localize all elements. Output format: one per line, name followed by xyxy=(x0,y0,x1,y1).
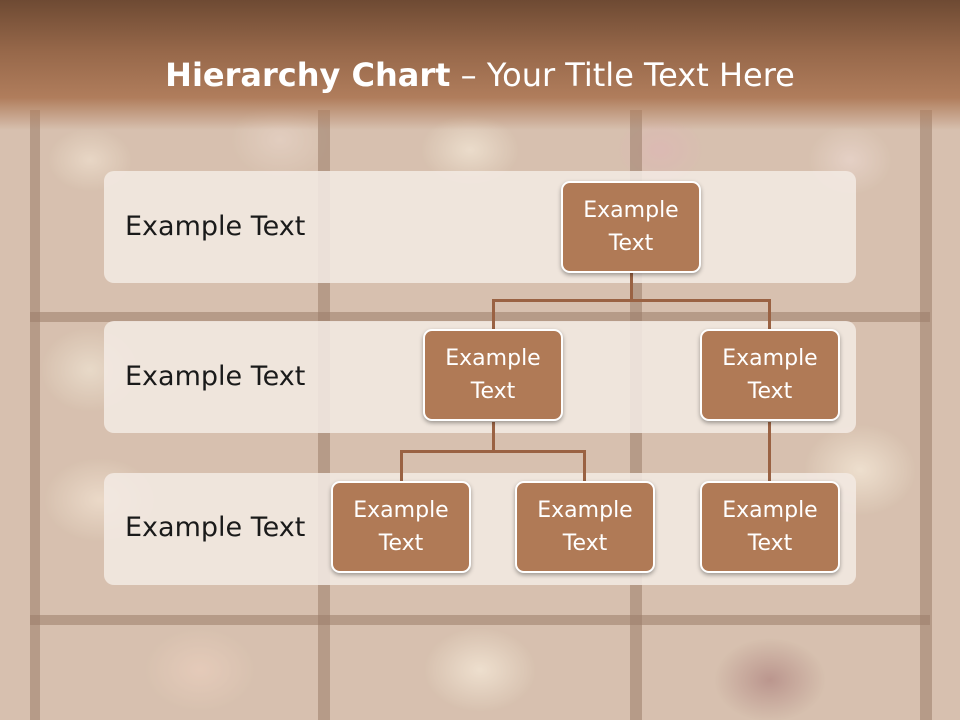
box-divider xyxy=(30,615,930,625)
box-divider xyxy=(920,110,932,720)
node-level2-right[interactable]: Example Text xyxy=(700,329,840,421)
node-root[interactable]: Example Text xyxy=(561,181,701,273)
connector xyxy=(583,450,586,482)
box-divider xyxy=(30,312,930,322)
node-level3-b[interactable]: Example Text xyxy=(515,481,655,573)
connector xyxy=(630,273,633,300)
title-bold: Hierarchy Chart xyxy=(165,56,451,94)
box-divider xyxy=(30,110,40,720)
slide-title: Hierarchy Chart – Your Title Text Here xyxy=(0,56,960,94)
connector xyxy=(768,422,771,482)
connector xyxy=(400,450,403,482)
title-bar xyxy=(0,0,960,130)
connector xyxy=(492,422,495,452)
title-rest: – Your Title Text Here xyxy=(450,56,795,94)
node-level3-c[interactable]: Example Text xyxy=(700,481,840,573)
level-label-3: Example Text xyxy=(125,512,306,543)
node-level2-left[interactable]: Example Text xyxy=(423,329,563,421)
level-label-2: Example Text xyxy=(125,361,306,392)
connector xyxy=(768,299,771,330)
connector xyxy=(492,299,771,302)
connector xyxy=(400,450,586,453)
level-label-1: Example Text xyxy=(125,211,306,242)
level-band-1 xyxy=(104,171,856,283)
connector xyxy=(492,299,495,330)
node-level3-a[interactable]: Example Text xyxy=(331,481,471,573)
